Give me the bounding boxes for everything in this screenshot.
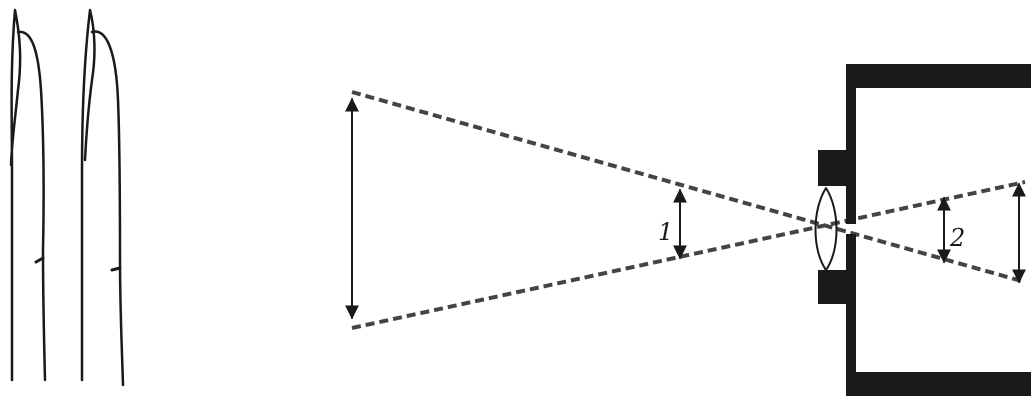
left-outline-figures bbox=[9, 8, 125, 387]
lens-icon bbox=[814, 187, 838, 271]
camera-front-wall-upper bbox=[846, 64, 856, 224]
ray-top-to-bottom bbox=[351, 90, 1026, 284]
outline-figure-left bbox=[9, 8, 47, 382]
angle-1-label: 1 bbox=[658, 218, 673, 246]
lens-mount-bottom bbox=[818, 270, 852, 304]
camera-body bbox=[814, 64, 1031, 396]
camera-bottom-wall bbox=[846, 372, 1031, 396]
outline-notch-left bbox=[34, 256, 45, 264]
angle-2-label: 2 bbox=[949, 224, 965, 252]
lens-mount-top bbox=[818, 150, 852, 186]
camera-front-wall-lower bbox=[846, 234, 856, 396]
camera-top-wall bbox=[846, 64, 1031, 88]
outline-notch-right bbox=[110, 266, 122, 272]
ray-bottom-to-top bbox=[351, 180, 1026, 330]
outline-figure-right bbox=[80, 8, 125, 387]
light-rays bbox=[351, 90, 1026, 330]
